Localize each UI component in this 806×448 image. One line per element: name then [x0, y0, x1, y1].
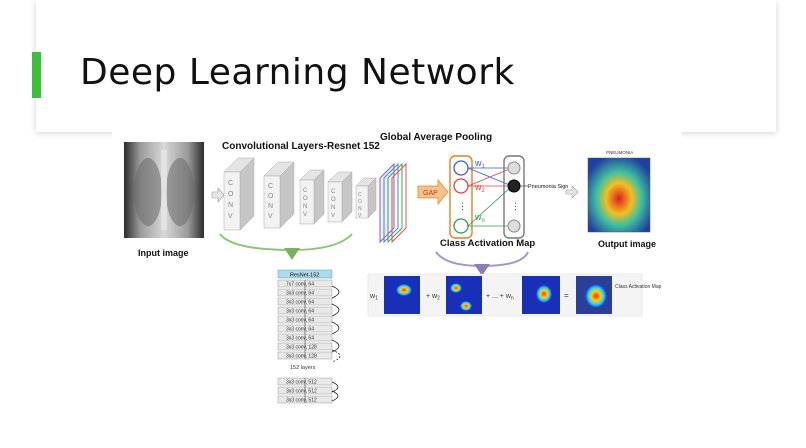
resnet-layer: 3x3 conv, 64	[286, 291, 314, 297]
conv-block: CO NV	[327, 171, 353, 223]
layers-count-label: 152 layers	[290, 365, 316, 371]
pneumonia-sign-label: Pneumonia Sign	[528, 184, 568, 190]
svg-text:V: V	[303, 212, 307, 218]
resnet-layer: 7x7 conv, 64	[286, 282, 314, 288]
cam-label: Class Activation Map	[440, 238, 535, 249]
formula-weight: + w2	[426, 293, 440, 302]
svg-text:O: O	[228, 191, 234, 198]
neuron-node	[453, 218, 469, 234]
svg-text:V: V	[331, 213, 335, 219]
svg-text:N: N	[303, 204, 307, 210]
svg-text:V: V	[228, 213, 233, 220]
formula-weight: + ... + wn	[486, 293, 514, 302]
weight-label: wn	[474, 212, 485, 224]
conv-block: CO NV	[299, 169, 325, 225]
svg-text:O: O	[358, 199, 362, 205]
gap-neuron-column	[449, 155, 473, 239]
ellipsis-dots: ⋮	[511, 201, 520, 211]
neuron-node	[453, 160, 469, 176]
svg-text:V: V	[358, 213, 362, 219]
svg-text:N: N	[268, 203, 273, 210]
output-heatmap: PNEUMONIA	[587, 150, 651, 233]
formula-weight: w1	[369, 293, 378, 302]
resnet-layer: 3x3 conv, 512	[286, 398, 317, 404]
conv-block: CO NV	[223, 157, 255, 231]
gap-section-label: Global Average Pooling	[380, 132, 492, 143]
resnet-title: ResNet-152	[290, 273, 319, 279]
conv-section-label: Convolutional Layers-Resnet 152	[222, 141, 380, 152]
resnet-stack: ResNet-152 7x7 conv, 64 3x3 conv, 64 3x3…	[277, 269, 341, 404]
svg-text:O: O	[331, 197, 336, 203]
resnet-layer: 3x3 conv, 64	[286, 336, 314, 342]
gap-arrow	[417, 178, 449, 206]
slide-title: Deep Learning Network	[80, 52, 515, 93]
input-xray-image	[124, 142, 204, 238]
cam-brace-arrow	[435, 251, 529, 268]
ellipsis-dots: ⋮	[458, 201, 467, 211]
cam-formula: w1 + w2 + ... + wn = Class Activation Ma…	[367, 273, 662, 317]
neuron-node	[453, 178, 469, 194]
weight-label: w2	[474, 182, 486, 194]
heatmap-title: PNEUMONIA	[606, 150, 633, 155]
arrow-down-icon	[284, 248, 300, 260]
resnet-layer: 3x3 conv, 128	[286, 345, 317, 351]
conv-block: CO NV	[355, 177, 377, 219]
accent-bar	[32, 52, 41, 98]
neuron-node	[507, 219, 521, 233]
svg-text:N: N	[358, 206, 362, 212]
resnet-layer: 3x3 conv, 512	[286, 389, 317, 395]
svg-text:N: N	[228, 202, 233, 209]
neuron-node	[507, 179, 521, 193]
svg-text:C: C	[358, 192, 362, 198]
svg-text:N: N	[331, 205, 335, 211]
resnet-layer: 3x3 conv, 64	[286, 327, 314, 333]
resnet-layer: 3x3 conv, 64	[286, 309, 314, 315]
input-image-label: Input image	[138, 248, 189, 258]
arrow-icon	[211, 187, 225, 203]
neuron-node	[507, 161, 521, 175]
cam-result-label: Class Activation Map	[615, 284, 662, 290]
resnet-layer: 3x3 conv, 64	[286, 300, 314, 306]
svg-text:C: C	[303, 188, 308, 194]
weight-label: w1	[474, 158, 486, 170]
arrow-down-icon	[474, 264, 490, 276]
output-neuron-column	[503, 155, 525, 239]
svg-text:C: C	[268, 183, 273, 190]
svg-text:C: C	[228, 180, 233, 187]
output-image-label: Output image	[598, 239, 656, 249]
conv-brace-arrow	[219, 233, 353, 252]
network-diagram: Input image Convolutional Layers-Resnet …	[112, 130, 682, 405]
resnet-layer: 3x3 conv, 512	[286, 380, 317, 386]
feature-maps	[379, 162, 407, 244]
svg-text:V: V	[268, 213, 273, 220]
resnet-layer: 3x3 conv, 64	[286, 318, 314, 324]
svg-text:C: C	[331, 189, 336, 195]
svg-text:O: O	[303, 196, 308, 202]
conv-block: CO NV	[263, 161, 295, 229]
arrow-icon	[565, 185, 579, 199]
resnet-layer: 3x3 conv, 128	[286, 354, 317, 360]
svg-text:O: O	[268, 193, 274, 200]
gap-box-label: GAP	[423, 190, 438, 197]
formula-equals: =	[564, 291, 569, 300]
title-card	[36, 0, 776, 132]
